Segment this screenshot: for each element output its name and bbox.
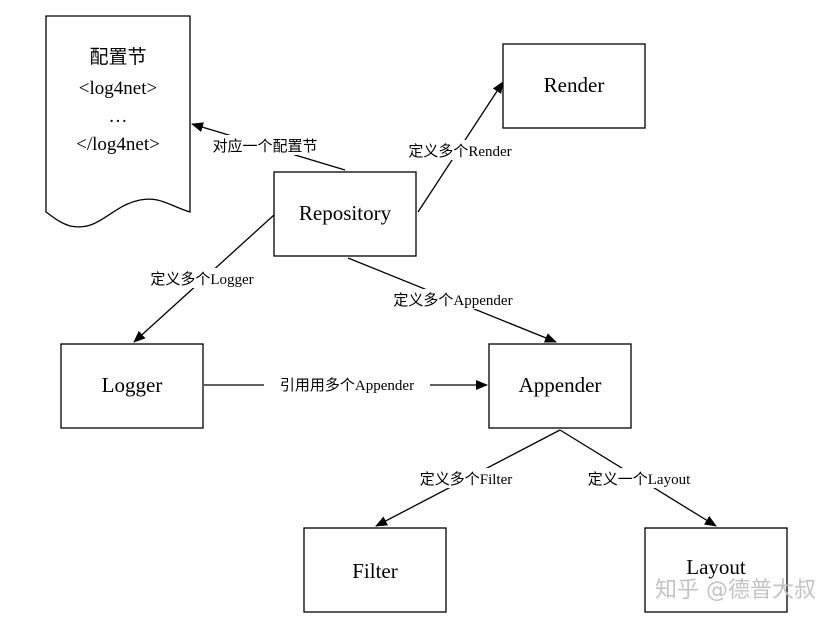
edge-label-repo-to-appender: 定义多个Appender [393,292,512,309]
edge-label-bg [194,135,336,155]
edge-label-bg [372,289,534,309]
logger-box [60,343,204,429]
document-shape [45,15,191,228]
config-line-close-tag: </log4net> [76,134,160,155]
edge-appender-to-layout: 定义一个Layout [559,429,717,527]
edge-repo-to-logger: 定义多个Logger [130,214,275,343]
edge-label-appender-to-filter: 定义多个Filter [420,471,513,488]
appender-box [488,343,632,429]
edge-label-bg [392,140,528,160]
edge-label-bg [402,468,530,488]
config-line-title: 配置节 [89,46,146,68]
repository-box [273,171,417,257]
layout-node: Layout [644,527,788,613]
edge-logger-to-appender: 引用用多个Appender [204,374,488,394]
edge-label-appender-to-layout: 定义一个Layout [588,471,691,488]
edge-repo-to-config: 对应一个配置节 [191,122,346,171]
edge-label-repo-to-config: 对应一个配置节 [212,137,317,155]
repository-label: Repository [299,201,392,225]
edge-repo-to-appender: 定义多个Appender [347,257,557,343]
layout-label: Layout [686,555,746,579]
render-node: Render [502,43,646,129]
config-line-open-tag: <log4net> [79,78,157,99]
appender-node: Appender [488,343,632,429]
repository-node: Repository [273,171,417,257]
edge-label-bg [568,468,710,488]
appender-label: Appender [519,373,602,397]
edge-appender-to-filter: 定义多个Filter [375,429,561,527]
render-box [502,43,646,129]
logger-label: Logger [102,373,163,397]
layout-box [644,527,788,613]
filter-node: Filter [303,527,447,613]
filter-box [303,527,447,613]
logger-node: Logger [60,343,204,429]
config-section-document: 配置节 <log4net> … </log4net> [45,15,191,228]
edge-label-bg [264,374,430,394]
edge-label-bg [130,268,274,288]
config-line-ellipsis: … [109,106,128,127]
edge-label-logger-to-appender: 引用用多个Appender [280,377,414,394]
edge-label-repo-to-logger: 定义多个Logger [150,271,253,288]
edge-label-repo-to-render: 定义多个Render [408,143,511,160]
filter-label: Filter [352,559,398,583]
render-label: Render [544,73,605,97]
edge-repo-to-render: 定义多个Render [392,81,528,213]
watermark-text: 知乎 @德普大叔 [655,578,816,603]
